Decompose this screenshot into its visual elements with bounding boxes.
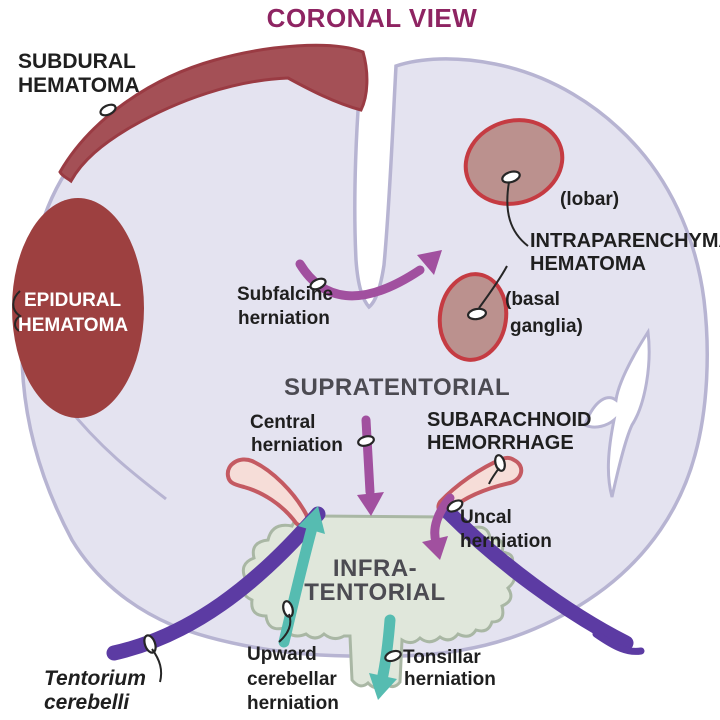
basal-ganglia-pointer (466, 307, 488, 321)
central-herniation-label: Central herniation (250, 412, 343, 456)
tonsillar-pointer (384, 649, 402, 663)
central-pointer (357, 435, 375, 447)
tonsillar-herniation-label: Tonsillar herniation (403, 647, 496, 690)
subfalcine-arrow-shaft (295, 259, 425, 301)
central-arrow-head (357, 492, 384, 516)
upward-arrow-head (298, 506, 325, 534)
left-sylvian-fissure-line (64, 404, 167, 501)
uncal-pointer (446, 499, 464, 513)
tentorium-label-line1: Tentorium (44, 667, 146, 690)
subfalcine-pointer (309, 277, 327, 291)
sah-pointer (494, 454, 506, 472)
subarachnoid-label-line1: SUBARACHNOID (427, 409, 591, 431)
subdural-label-line2: HEMATOMA (18, 74, 140, 97)
intraparenchymal-label: INTRAPARENCHYMAL HEMATOMA (530, 230, 720, 275)
subfalcine-label: Subfalcine herniation (237, 284, 333, 329)
epidural-label: EPIDURAL HEMATOMA (18, 290, 128, 336)
intraparenchymal-label-line1: INTRAPARENCHYMAL (530, 230, 720, 252)
uncal-label-line1: Uncal (460, 507, 512, 528)
epidural-hematoma-shape (12, 198, 144, 418)
subdural-label-line1: SUBDURAL (18, 50, 136, 73)
tentorium-cerebelli-shape (106, 504, 645, 661)
central-label-line2: herniation (251, 435, 343, 456)
infratentorial-label-line2: TENTORIAL (304, 579, 445, 606)
basal-ganglia-label-line1: (basal (505, 289, 560, 310)
epidural-pointer-squiggle (12, 290, 22, 332)
basal-ganglia-label-line2: ganglia) (510, 316, 583, 337)
tentorium-left-band (106, 506, 326, 661)
upward-label-line3: herniation (247, 693, 339, 714)
infratentorial-label: INFRA- TENTORIAL (304, 555, 445, 606)
lobar-connector (506, 181, 529, 247)
tentorium-label-line2: cerebelli (44, 691, 130, 714)
epidural-label-line2: HEMATOMA (18, 315, 128, 336)
subfalcine-herniation-arrow (295, 250, 442, 301)
tentorium-right-tail (592, 630, 645, 655)
uncal-arrow-head (422, 536, 448, 560)
uncal-herniation-label: Uncal herniation (460, 507, 552, 552)
lobar-pointer (501, 170, 521, 184)
tonsillar-label-line2: herniation (404, 669, 496, 690)
tonsillar-arrow-shaft (377, 614, 396, 681)
uncal-herniation-arrow (422, 493, 455, 560)
subfalcine-arrow-head (417, 250, 442, 275)
sah-connector (488, 467, 500, 485)
subdural-pointer (99, 103, 117, 117)
tonsillar-arrow-head (369, 673, 397, 700)
basal-ganglia-label: (basal ganglia) (505, 289, 583, 337)
tentorium-cerebelli-label: Tentorium cerebelli (44, 667, 146, 714)
tonsillar-herniation-arrow (369, 614, 397, 700)
uncal-arrow-shaft (430, 493, 455, 547)
supratentorial-label: SUPRATENTORIAL (284, 374, 510, 401)
right-sylvian-fissure (583, 327, 651, 498)
upward-cerebellar-connector (278, 613, 292, 643)
epidural-label-line1: EPIDURAL (24, 290, 122, 311)
central-label-line1: Central (250, 412, 315, 433)
leader-pointers (12, 103, 529, 683)
upward-label-line1: Upward (247, 644, 317, 665)
intraparenchymal-label-line2: HEMATOMA (530, 253, 646, 275)
upward-arrow-shaft (278, 522, 318, 648)
subdural-hematoma-shape (58, 43, 369, 184)
upward-label-line2: cerebellar (247, 669, 337, 690)
subfalcine-label-line1: Subfalcine (237, 284, 333, 305)
central-arrow-shaft (361, 415, 375, 497)
tentorium-pointer (143, 634, 157, 654)
tonsillar-label-line1: Tonsillar (403, 647, 481, 668)
subarachnoid-label: SUBARACHNOID HEMORRHAGE (427, 409, 591, 454)
upward-cerebellar-label: Upward cerebellar herniation (247, 644, 339, 714)
uncal-label-line2: herniation (460, 531, 552, 552)
subdural-label: SUBDURAL HEMATOMA (18, 50, 140, 97)
lobar-label: (lobar) (560, 189, 619, 210)
page-title: CORONAL VIEW (267, 3, 478, 33)
intraparenchymal-lobar-shape (463, 118, 565, 206)
central-herniation-arrow (357, 415, 384, 516)
upward-cerebellar-herniation-arrow (278, 506, 325, 648)
infratentorial-label-line1: INFRA- (333, 555, 417, 582)
basal-ganglia-connector (478, 265, 508, 309)
subarachnoid-label-line2: HEMORRHAGE (427, 432, 574, 454)
tentorium-right-band (440, 504, 634, 651)
tentorium-connector (151, 648, 163, 683)
subfalcine-label-line2: herniation (238, 308, 330, 329)
